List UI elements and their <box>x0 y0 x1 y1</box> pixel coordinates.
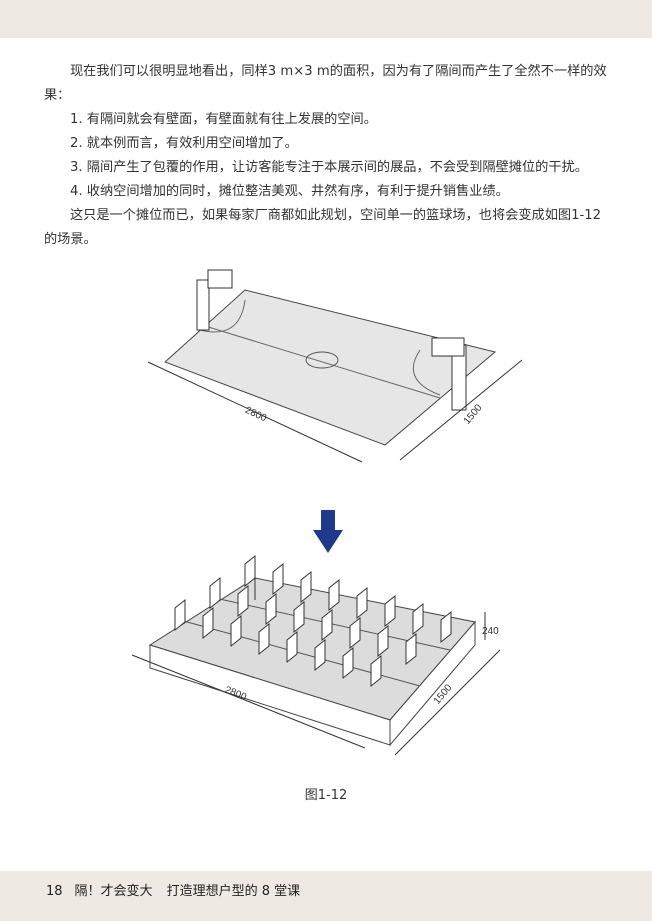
booth-partition <box>272 562 284 596</box>
footer-band <box>0 871 652 921</box>
booth-partition <box>174 598 186 632</box>
booth-partition <box>349 616 361 650</box>
booth-partition <box>293 600 305 634</box>
basketball-court: 2800 1500 <box>147 269 523 463</box>
booth-partition <box>405 632 417 666</box>
booth-partition <box>342 646 354 680</box>
footer: 18 隔！才会变大打造理想户型的 8 堂课 <box>46 880 300 899</box>
booth-partition <box>258 622 270 656</box>
list-item: 1. 有隔间就会有壁面，有壁面就有往上发展的空间。 <box>70 112 377 127</box>
body-text: 现在我们可以很明显地看出，同样3 m×3 m的面积，因为有了隔间而产生了全然不一… <box>44 60 614 252</box>
booth-partition <box>328 578 340 612</box>
booth-grid: 2800 1500 240 <box>131 554 501 756</box>
booth-height-label: 240 <box>482 626 499 637</box>
list-item: 4. 收纳空间增加的同时，摊位整洁美观、井然有序，有利于提升销售业绩。 <box>70 184 509 199</box>
booth-partition <box>202 606 214 640</box>
book-subtitle: 打造理想户型的 8 堂课 <box>166 884 301 899</box>
booth-partition <box>384 594 396 628</box>
header-band <box>0 0 652 38</box>
booth-partition <box>370 654 382 688</box>
figure-caption: 图1-12 <box>304 788 348 803</box>
court-length-label: 2800 <box>243 405 268 425</box>
list-item: 2. 就本例而言，有效利用空间增加了。 <box>70 136 298 151</box>
booth-partition <box>300 570 312 604</box>
paragraph: 这只是一个摊位而已，如果每家厂商都如此规划，空间单一的篮球场，也将会变成如图1-… <box>44 208 602 247</box>
booth-partition <box>314 638 326 672</box>
booth-partition <box>412 602 424 636</box>
booth-partition <box>265 592 277 626</box>
list-item: 3. 隔间产生了包覆的作用，让访客能专注于本展示间的展品，不会受到隔壁摊位的干扰… <box>70 160 588 175</box>
page-number: 18 <box>46 884 63 899</box>
booth-partition <box>209 576 221 610</box>
booth-partition <box>321 608 333 642</box>
booth-partition <box>244 554 256 588</box>
paragraph: 现在我们可以很明显地看出，同样3 m×3 m的面积，因为有了隔间而产生了全然不一… <box>44 64 607 103</box>
book-title: 隔！才会变大 <box>74 884 153 899</box>
booth-partition <box>237 584 249 618</box>
booth-partition <box>286 630 298 664</box>
booth-partition <box>356 586 368 620</box>
booth-partition <box>440 610 452 644</box>
booth-partition <box>230 614 242 648</box>
booth-partition <box>377 624 389 658</box>
down-arrow-icon <box>313 510 343 553</box>
